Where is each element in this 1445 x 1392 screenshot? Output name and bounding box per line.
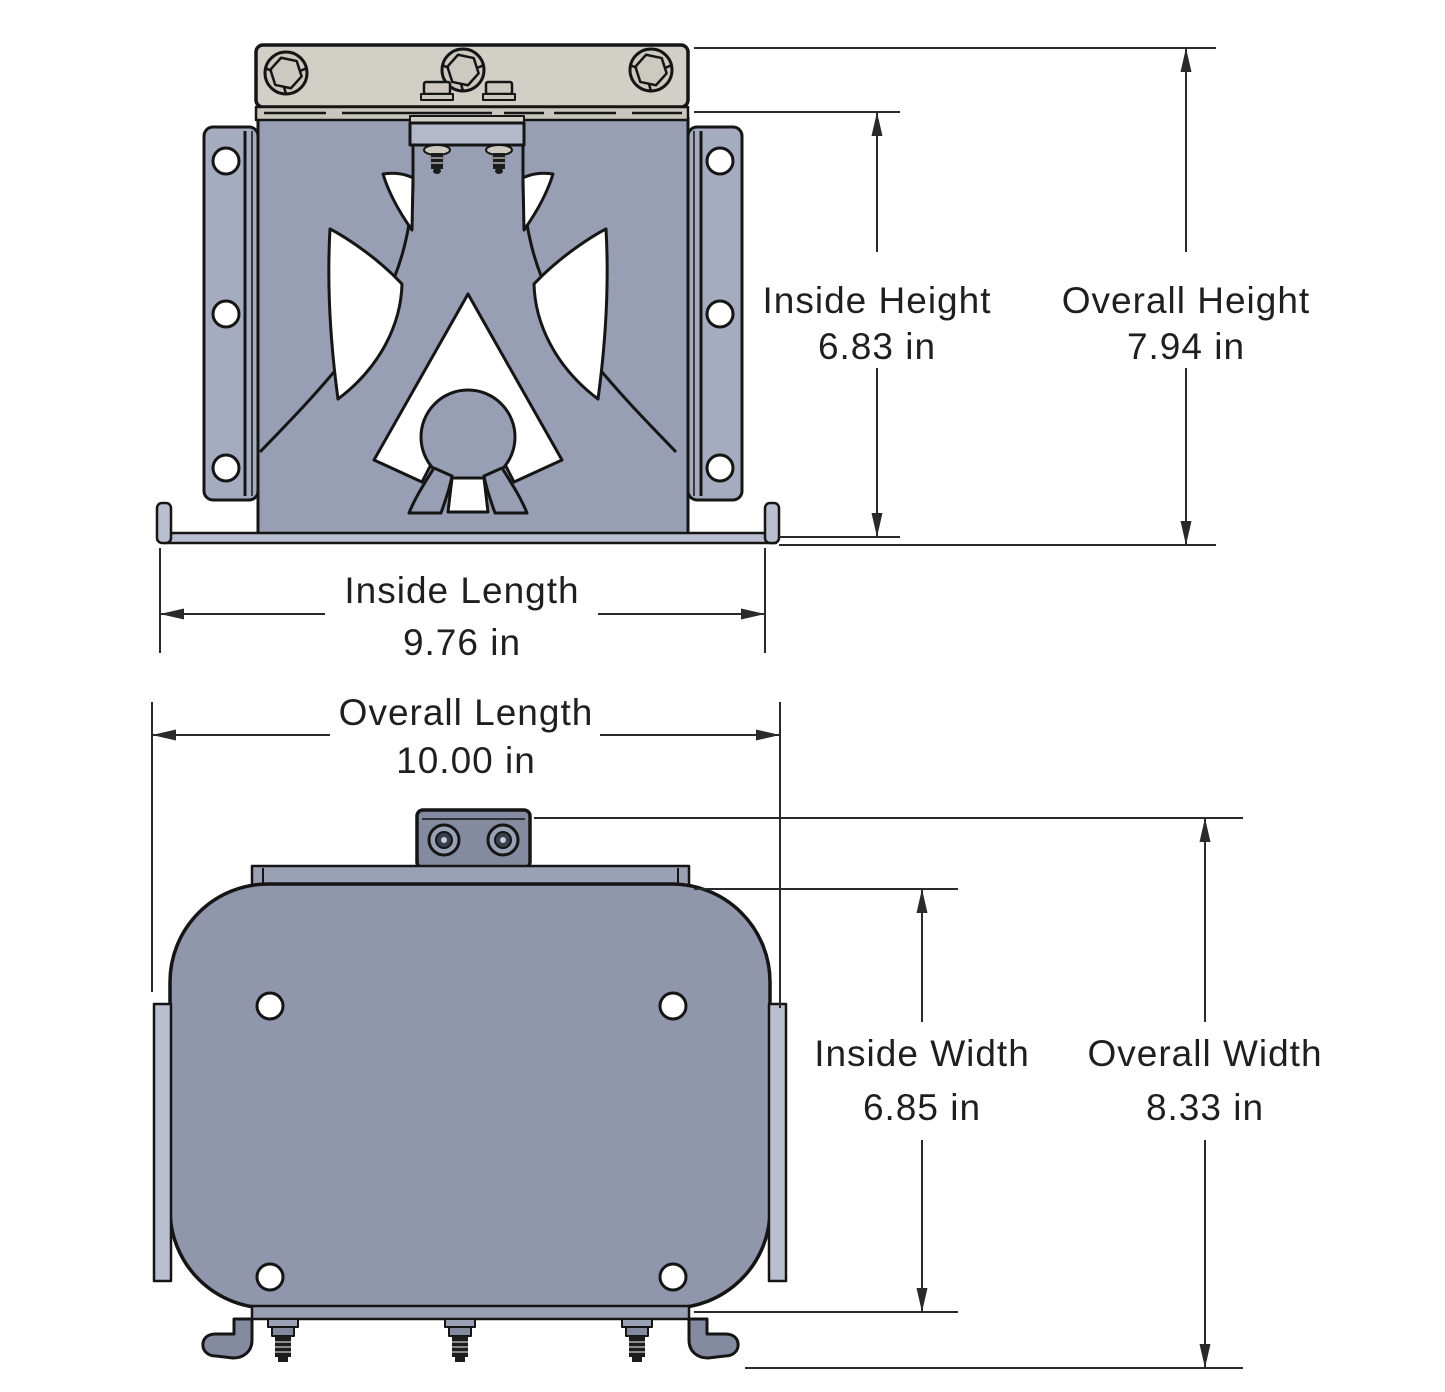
dim-inside-length: Inside Length 9.76 in bbox=[160, 570, 765, 663]
left-side-tab bbox=[152, 1002, 173, 1283]
extension-lines bbox=[151, 47, 1243, 1369]
overall-width-label: Overall Width bbox=[1087, 1033, 1322, 1074]
front-right-hook bbox=[763, 501, 781, 545]
flange-hole bbox=[705, 299, 735, 329]
front-view bbox=[155, 43, 781, 545]
overall-height-label: Overall Height bbox=[1062, 280, 1310, 321]
dim-inside-width: Inside Width 6.85 in bbox=[814, 889, 1030, 1312]
plan-right-hook bbox=[687, 1317, 740, 1360]
plate-hole bbox=[255, 991, 285, 1021]
clamp-bar bbox=[408, 121, 526, 147]
plan-top-rail bbox=[250, 864, 691, 887]
front-left-hook bbox=[155, 501, 173, 545]
left-sail-cutout bbox=[327, 227, 404, 401]
left-flange bbox=[202, 125, 260, 502]
plan-bottom-rail bbox=[250, 1304, 691, 1321]
flange-hole bbox=[705, 146, 735, 176]
flange-hole bbox=[211, 453, 241, 483]
clamp-nut bbox=[481, 80, 517, 102]
overall-height-value: 7.94 in bbox=[1127, 326, 1245, 367]
overall-length-value: 10.00 in bbox=[396, 740, 536, 781]
front-bottom-lip bbox=[155, 501, 781, 545]
clamp-block-top bbox=[415, 808, 532, 870]
hex-bolt bbox=[628, 47, 674, 93]
right-wing-cutout bbox=[521, 171, 555, 232]
inside-width-value: 6.85 in bbox=[863, 1087, 981, 1128]
dim-inside-height: Inside Height 6.83 in bbox=[763, 112, 992, 537]
overall-length-label: Overall Length bbox=[339, 692, 594, 733]
plan-left-hook bbox=[201, 1317, 254, 1360]
inside-height-label: Inside Height bbox=[763, 280, 992, 321]
top-view bbox=[152, 808, 788, 1363]
overall-width-value: 8.33 in bbox=[1146, 1087, 1264, 1128]
dim-overall-width: Overall Width 8.33 in bbox=[1087, 818, 1322, 1368]
flange-hole bbox=[705, 453, 735, 483]
arch-cutout bbox=[372, 292, 564, 515]
flange-hole bbox=[211, 146, 241, 176]
right-sail-cutout bbox=[532, 227, 609, 401]
clamp-bolt bbox=[427, 823, 461, 857]
clamp-nut bbox=[419, 80, 455, 102]
base-plate bbox=[168, 882, 772, 1310]
dim-overall-height: Overall Height 7.94 in bbox=[1062, 48, 1310, 545]
hex-bolt bbox=[263, 50, 309, 96]
inside-length-label: Inside Length bbox=[344, 570, 579, 611]
clamp-bolt bbox=[486, 823, 520, 857]
left-wing-cutout bbox=[381, 171, 415, 232]
right-flange bbox=[686, 125, 744, 502]
inside-length-value: 9.76 in bbox=[403, 622, 521, 663]
plate-hole bbox=[658, 991, 688, 1021]
clamp-assembly-front bbox=[408, 80, 526, 175]
plate-hole bbox=[658, 1262, 688, 1292]
top-mount-plate bbox=[254, 43, 690, 109]
flange-hole bbox=[211, 299, 241, 329]
inside-width-label: Inside Width bbox=[814, 1033, 1030, 1074]
inside-height-value: 6.83 in bbox=[818, 326, 936, 367]
plate-hole bbox=[255, 1262, 285, 1292]
right-side-tab bbox=[767, 1002, 788, 1283]
dim-overall-length: Overall Length 10.00 in bbox=[152, 692, 780, 781]
omega-slot bbox=[446, 476, 490, 514]
